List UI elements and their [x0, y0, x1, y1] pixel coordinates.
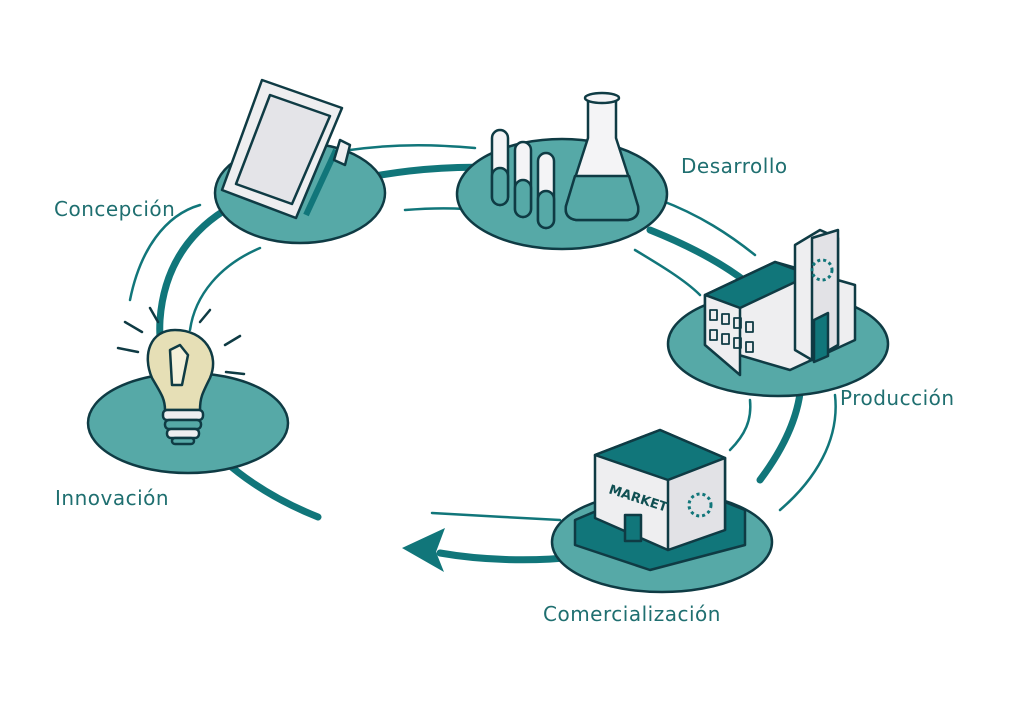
test-tubes-flask-icon — [490, 91, 640, 230]
cycle-arrow-head — [402, 528, 445, 572]
label-comercializacion: Comercialización — [543, 602, 721, 626]
market-store-icon: MARKET — [573, 428, 747, 572]
label-innovacion: Innovación — [55, 486, 170, 510]
label-produccion: Producción — [840, 386, 955, 410]
label-desarrollo: Desarrollo — [681, 154, 788, 178]
canvas-easel-icon — [220, 78, 352, 220]
factory-icon — [703, 228, 857, 377]
ring-thin-outer-left — [128, 203, 202, 302]
ring-thin-inner-top — [403, 207, 467, 212]
ring-thin-outer-right — [658, 198, 757, 257]
ring-thin-outer-top — [348, 144, 477, 152]
ring-thin-inner-right — [633, 248, 702, 297]
lightbulb-icon — [116, 306, 246, 446]
ring-thin-inner-bottom — [430, 511, 562, 522]
label-concepcion: Concepción — [54, 197, 176, 221]
ring-thin-inner-right-2 — [728, 398, 752, 452]
ring-thin-inner-left — [188, 246, 262, 332]
ring-thin-outer-right-2 — [778, 393, 837, 512]
